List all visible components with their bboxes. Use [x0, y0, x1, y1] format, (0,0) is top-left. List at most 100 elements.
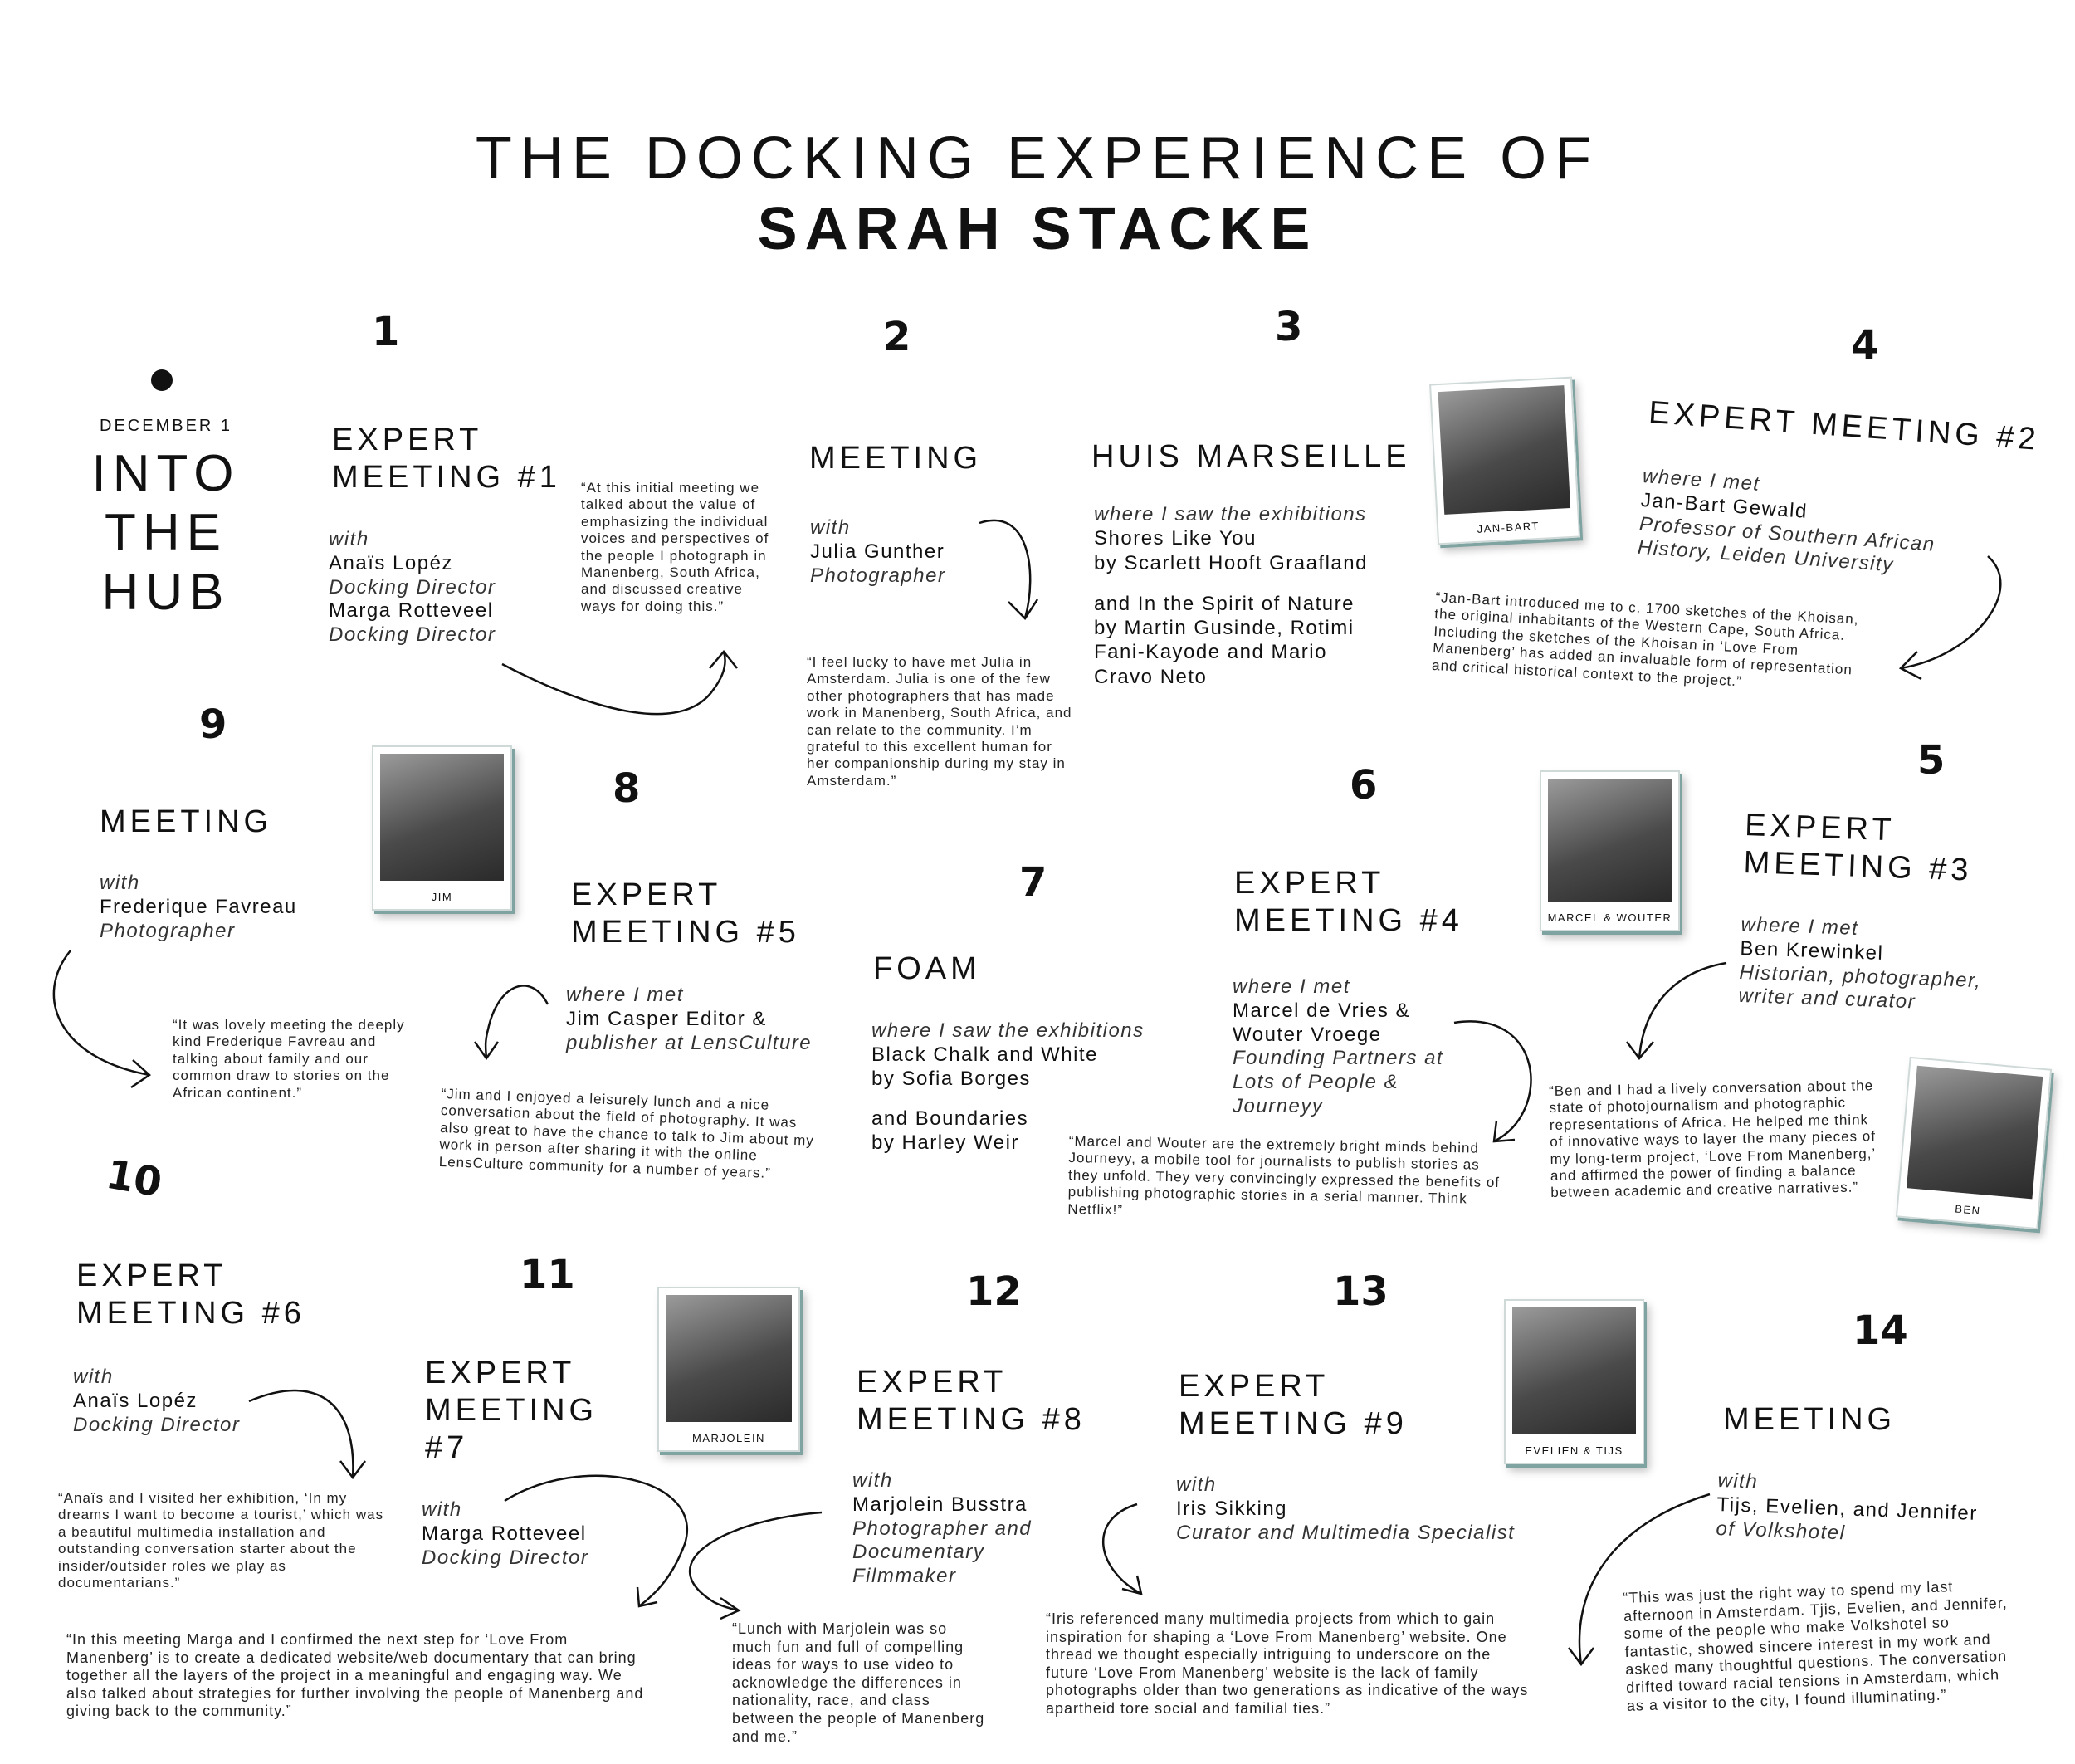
person-role: Lots of People &	[1233, 1071, 1399, 1094]
heading-line: MEETING #9	[1179, 1405, 1408, 1441]
entry-number: 2	[883, 314, 911, 360]
heading-line: EXPERT	[571, 877, 722, 912]
entry-heading: EXPERT MEETING #4	[1234, 865, 1463, 940]
entry-details: with Frederique Favreau Photographer	[100, 872, 349, 943]
exhibition-artist: by Harley Weir	[872, 1131, 1019, 1155]
detail-label: where I saw the exhibitions	[1094, 503, 1367, 525]
person-role: Founding Partners at	[1233, 1047, 1444, 1070]
timeline-start-dot	[151, 369, 173, 391]
entry-heading: EXPERT MEETING #8	[857, 1364, 1086, 1439]
arrowhead-2	[1008, 599, 1039, 620]
detail-label: with	[422, 1498, 462, 1521]
arrowhead-8	[473, 1041, 500, 1061]
arrowhead-5	[1626, 1041, 1654, 1061]
detail-label: with	[73, 1366, 114, 1388]
person-role: Docking Director	[73, 1413, 241, 1436]
photo-marcel-wouter: MARCEL & WOUTER	[1540, 770, 1680, 931]
heading-line: MEETING #4	[1234, 902, 1463, 938]
exhibition-artist: by Sofia Borges	[872, 1067, 1031, 1090]
entry-number: 13	[1333, 1268, 1389, 1315]
arrow-10	[248, 1389, 354, 1478]
heading-line: EXPERT	[76, 1258, 227, 1293]
entry-details: with Iris Sikking Curator and Multimedia…	[1176, 1473, 1558, 1545]
hub-line: HUB	[101, 563, 231, 621]
person-role: Journeyy	[1233, 1094, 1324, 1117]
entry-number: 9	[199, 701, 227, 748]
heading-line: EXPERT	[1179, 1369, 1330, 1404]
hub-heading: INTO THE HUB	[83, 444, 249, 622]
arrowhead-1	[709, 650, 738, 669]
entry-details: where I saw the exhibitions Black Chalk …	[872, 1019, 1187, 1156]
entry-number: 8	[613, 765, 641, 812]
entry-number: 11	[520, 1252, 575, 1298]
heading-line: MEETING #1	[332, 459, 561, 495]
arrow-6	[1453, 1020, 1532, 1143]
detail-label: where I met	[1233, 975, 1350, 998]
person-role: Curator and Multimedia Specialist	[1176, 1521, 1516, 1544]
entry-number: 1	[372, 309, 400, 355]
arrow-8	[484, 985, 549, 1059]
photo-marjolein: MARJOLEIN	[657, 1287, 800, 1452]
page-subtitle: SARAH STACKE	[757, 196, 1318, 262]
arrow-1	[501, 651, 726, 716]
entry-heading: MEETING	[100, 804, 273, 839]
photo-evelien-tijs: EVELIEN & TIJS	[1504, 1299, 1644, 1464]
person-name: Frederique Favreau	[100, 895, 297, 918]
arrowhead-6	[1492, 1120, 1516, 1143]
arrowhead-10	[339, 1460, 366, 1480]
detail-label: with	[100, 872, 140, 894]
heading-line: #7	[425, 1429, 469, 1465]
entry-quote: “In this meeting Marga and I confirmed t…	[66, 1631, 644, 1720]
heading-line: MEETING #5	[571, 914, 800, 950]
page-title: THE DOCKING EXPERIENCE OF	[475, 125, 1600, 192]
entry-heading: HUIS MARSEILLE	[1091, 439, 1411, 474]
person-name: Marjolein Busstra	[852, 1493, 1028, 1516]
detail-label: with	[1176, 1473, 1217, 1496]
entry-heading: FOAM	[873, 951, 981, 986]
photo-caption: EVELIEN & TIJS	[1525, 1444, 1623, 1457]
heading-line: EXPERT	[857, 1365, 1008, 1400]
entry-heading: EXPERT MEETING #1	[332, 422, 561, 496]
arrow-9	[52, 950, 150, 1077]
entry-quote: “Anaïs and I visited her exhibition, ‘In…	[58, 1490, 384, 1591]
person-role: Documentary	[852, 1541, 985, 1564]
detail-label: with	[329, 528, 369, 550]
person-name: Iris Sikking	[1176, 1497, 1288, 1520]
person-name: Anaïs Lopéz	[73, 1389, 198, 1412]
entry-details: where I met Marcel de Vries & Wouter Vro…	[1233, 975, 1498, 1119]
arrow-4	[1900, 555, 2002, 670]
exhibition-title: Shores Like You	[1094, 527, 1257, 550]
arrowhead-4	[1898, 651, 1922, 681]
detail-label: where I saw the exhibitions	[872, 1019, 1145, 1042]
exhibition-artist: Fani-Kayode and Mario	[1094, 641, 1327, 664]
person-name: Marga Rotteveel	[329, 599, 494, 623]
photo-caption: MARJOLEIN	[692, 1432, 765, 1444]
entry-details: where I saw the exhibitions Shores Like …	[1094, 502, 1409, 689]
entry-number: 14	[1853, 1307, 1908, 1354]
person-role: publisher at LensCulture	[566, 1031, 813, 1054]
person-name: Jim Casper Editor &	[566, 1007, 767, 1030]
entry-details: with Anaïs Lopéz Docking Director Marga …	[329, 528, 578, 647]
arrowhead-12	[720, 1596, 741, 1620]
arrowhead-9	[130, 1059, 152, 1089]
arrow-13	[1102, 1503, 1142, 1595]
arrowhead-13	[1121, 1575, 1143, 1595]
exhibition-title: Black Chalk and White	[872, 1043, 1098, 1066]
heading-line: EXPERT	[425, 1356, 576, 1390]
entry-quote: “Iris referenced many multimedia project…	[1046, 1610, 1529, 1717]
person-role: Docking Director	[329, 623, 496, 647]
entry-quote: “It was lovely meeting the deeply kind F…	[173, 1017, 405, 1101]
hub-date: DECEMBER 1	[100, 417, 233, 435]
entry-heading: EXPERT MEETING #6	[76, 1258, 305, 1332]
person-role: Photographer	[810, 564, 946, 587]
entry-number: 6	[1350, 762, 1378, 809]
arrow-2	[979, 519, 1032, 619]
person-role: Docking Director	[422, 1546, 589, 1569]
arrow-12	[689, 1511, 823, 1612]
detail-label: where I met	[566, 984, 684, 1006]
hub-line: THE	[105, 504, 227, 562]
entry-quote: “I feel lucky to have met Julia in Amste…	[807, 654, 1072, 789]
entry-details: where I met Jim Casper Editor & publishe…	[566, 984, 848, 1055]
person-name: Marga Rotteveel	[422, 1522, 587, 1545]
